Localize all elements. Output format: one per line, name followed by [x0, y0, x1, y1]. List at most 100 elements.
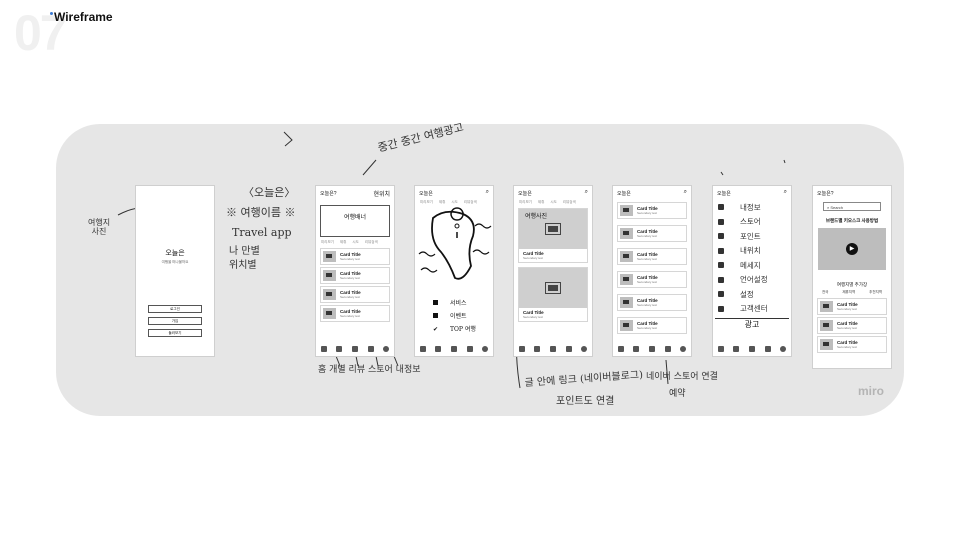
mail-icon[interactable] [565, 346, 572, 352]
top-travel-item[interactable]: ✔TOP 여행 [433, 323, 493, 336]
home-tabs: 미리보기 제휴 시도 리뷰검색 [316, 240, 394, 246]
blog-brand: 오늘은 [518, 191, 532, 197]
tab-partner[interactable]: 제휴 [537, 200, 545, 204]
home-icon[interactable] [617, 346, 624, 352]
video-player[interactable]: ▶ [818, 228, 886, 270]
note-brand: 〈오늘은〉 [243, 186, 296, 199]
chip-nationwide[interactable]: 전국 [821, 290, 829, 294]
book-icon[interactable] [748, 346, 755, 352]
home-icon[interactable] [518, 346, 525, 352]
user-icon[interactable] [482, 346, 489, 352]
mail-icon[interactable] [367, 346, 374, 352]
bottom-nav [316, 344, 394, 354]
pin-icon [718, 247, 724, 254]
menu-item-store[interactable]: 스토어 [713, 215, 791, 230]
tab-city[interactable]: 시도 [451, 200, 458, 204]
mail-icon[interactable] [764, 346, 771, 352]
user-icon[interactable] [680, 346, 687, 352]
splash-subtitle: 여행을 떠나볼까요 [161, 260, 189, 264]
gift-icon [433, 313, 438, 318]
tab-preview[interactable]: 미리보기 [420, 200, 433, 204]
book-icon[interactable] [549, 346, 556, 352]
home-icon[interactable] [419, 346, 426, 352]
ad-area: 광고 [715, 318, 789, 330]
search-icon[interactable]: ⌕ [584, 189, 588, 195]
home-banner[interactable]: 여행배너 [320, 205, 390, 237]
image-icon [323, 251, 336, 262]
menu-item-location[interactable]: 내위치 [713, 244, 791, 259]
menu-item-support[interactable]: 고객센터 [713, 302, 791, 317]
tab-preview[interactable]: 미리보기 [321, 240, 334, 244]
book-icon[interactable] [450, 346, 457, 352]
search-icon[interactable]: ⌕ [783, 189, 787, 195]
book-icon[interactable] [351, 346, 358, 352]
location-label[interactable]: 현위치 [373, 192, 390, 198]
bike-icon[interactable] [435, 346, 442, 352]
tab-preview[interactable]: 미리보기 [519, 200, 532, 204]
tab-partner[interactable]: 제휴 [438, 200, 446, 204]
book-icon[interactable] [648, 346, 655, 352]
card-secondary: Secondary text [637, 280, 658, 284]
user-icon[interactable] [780, 346, 787, 352]
tab-review[interactable]: 리뷰검색 [562, 200, 576, 204]
user-icon[interactable] [581, 346, 588, 352]
chip-partner[interactable]: 제휴지역 [842, 290, 856, 294]
menu-item-profile[interactable]: 내정보 [713, 200, 791, 215]
search-icon[interactable]: ⌕ [683, 189, 687, 195]
card-title: Card Title [340, 309, 361, 314]
mail-icon[interactable] [466, 346, 473, 352]
home-icon[interactable] [717, 346, 724, 352]
service-item[interactable]: 서비스 [433, 297, 493, 310]
browse-button[interactable]: 둘러보기 [148, 329, 202, 337]
bike-icon[interactable] [733, 346, 740, 352]
mail-icon[interactable] [664, 346, 671, 352]
card-title: Card Title [637, 298, 658, 303]
event-item[interactable]: 이벤트 [433, 310, 493, 323]
image-icon [620, 228, 633, 239]
signup-button[interactable]: 가입 [148, 317, 202, 325]
menu-item-language[interactable]: 언어설정 [713, 273, 791, 288]
tab-partner[interactable]: 제휴 [339, 240, 347, 244]
bottom-nav [415, 344, 493, 354]
bike-icon[interactable] [633, 346, 640, 352]
home-icon[interactable] [320, 346, 327, 352]
menu-item-settings[interactable]: 설정 [713, 287, 791, 302]
chip-recommend[interactable]: 추천지역 [869, 290, 883, 294]
map-sketch[interactable] [415, 206, 494, 292]
search-icon[interactable]: ⌕ [485, 189, 489, 195]
globe-icon [718, 276, 724, 283]
tab-city[interactable]: 시도 [352, 240, 359, 244]
play-icon[interactable]: ▶ [846, 243, 858, 255]
bike-icon[interactable] [336, 346, 343, 352]
tab-city[interactable]: 시도 [550, 200, 557, 204]
gear-icon [718, 291, 724, 298]
card-secondary: Secondary text [637, 211, 658, 215]
card-title: Card Title [837, 340, 858, 345]
image-icon [545, 282, 561, 294]
bike-icon[interactable] [534, 346, 541, 352]
screen-map: 오늘은⌕ 미리보기 제휴 시도 리뷰검색 서비스 이벤트 ✔TOP 여행 [414, 185, 494, 357]
login-button[interactable]: 로그인 [148, 305, 202, 313]
menu-item-point[interactable]: 포인트 [713, 229, 791, 244]
card-title: Card Title [637, 321, 658, 326]
search-input[interactable]: ⌕ Search [823, 202, 881, 211]
user-icon[interactable] [383, 346, 390, 352]
tab-review[interactable]: 리뷰검색 [463, 200, 477, 204]
tab-review[interactable]: 리뷰검색 [364, 240, 378, 244]
menu-item-message[interactable]: 메세지 [713, 258, 791, 273]
